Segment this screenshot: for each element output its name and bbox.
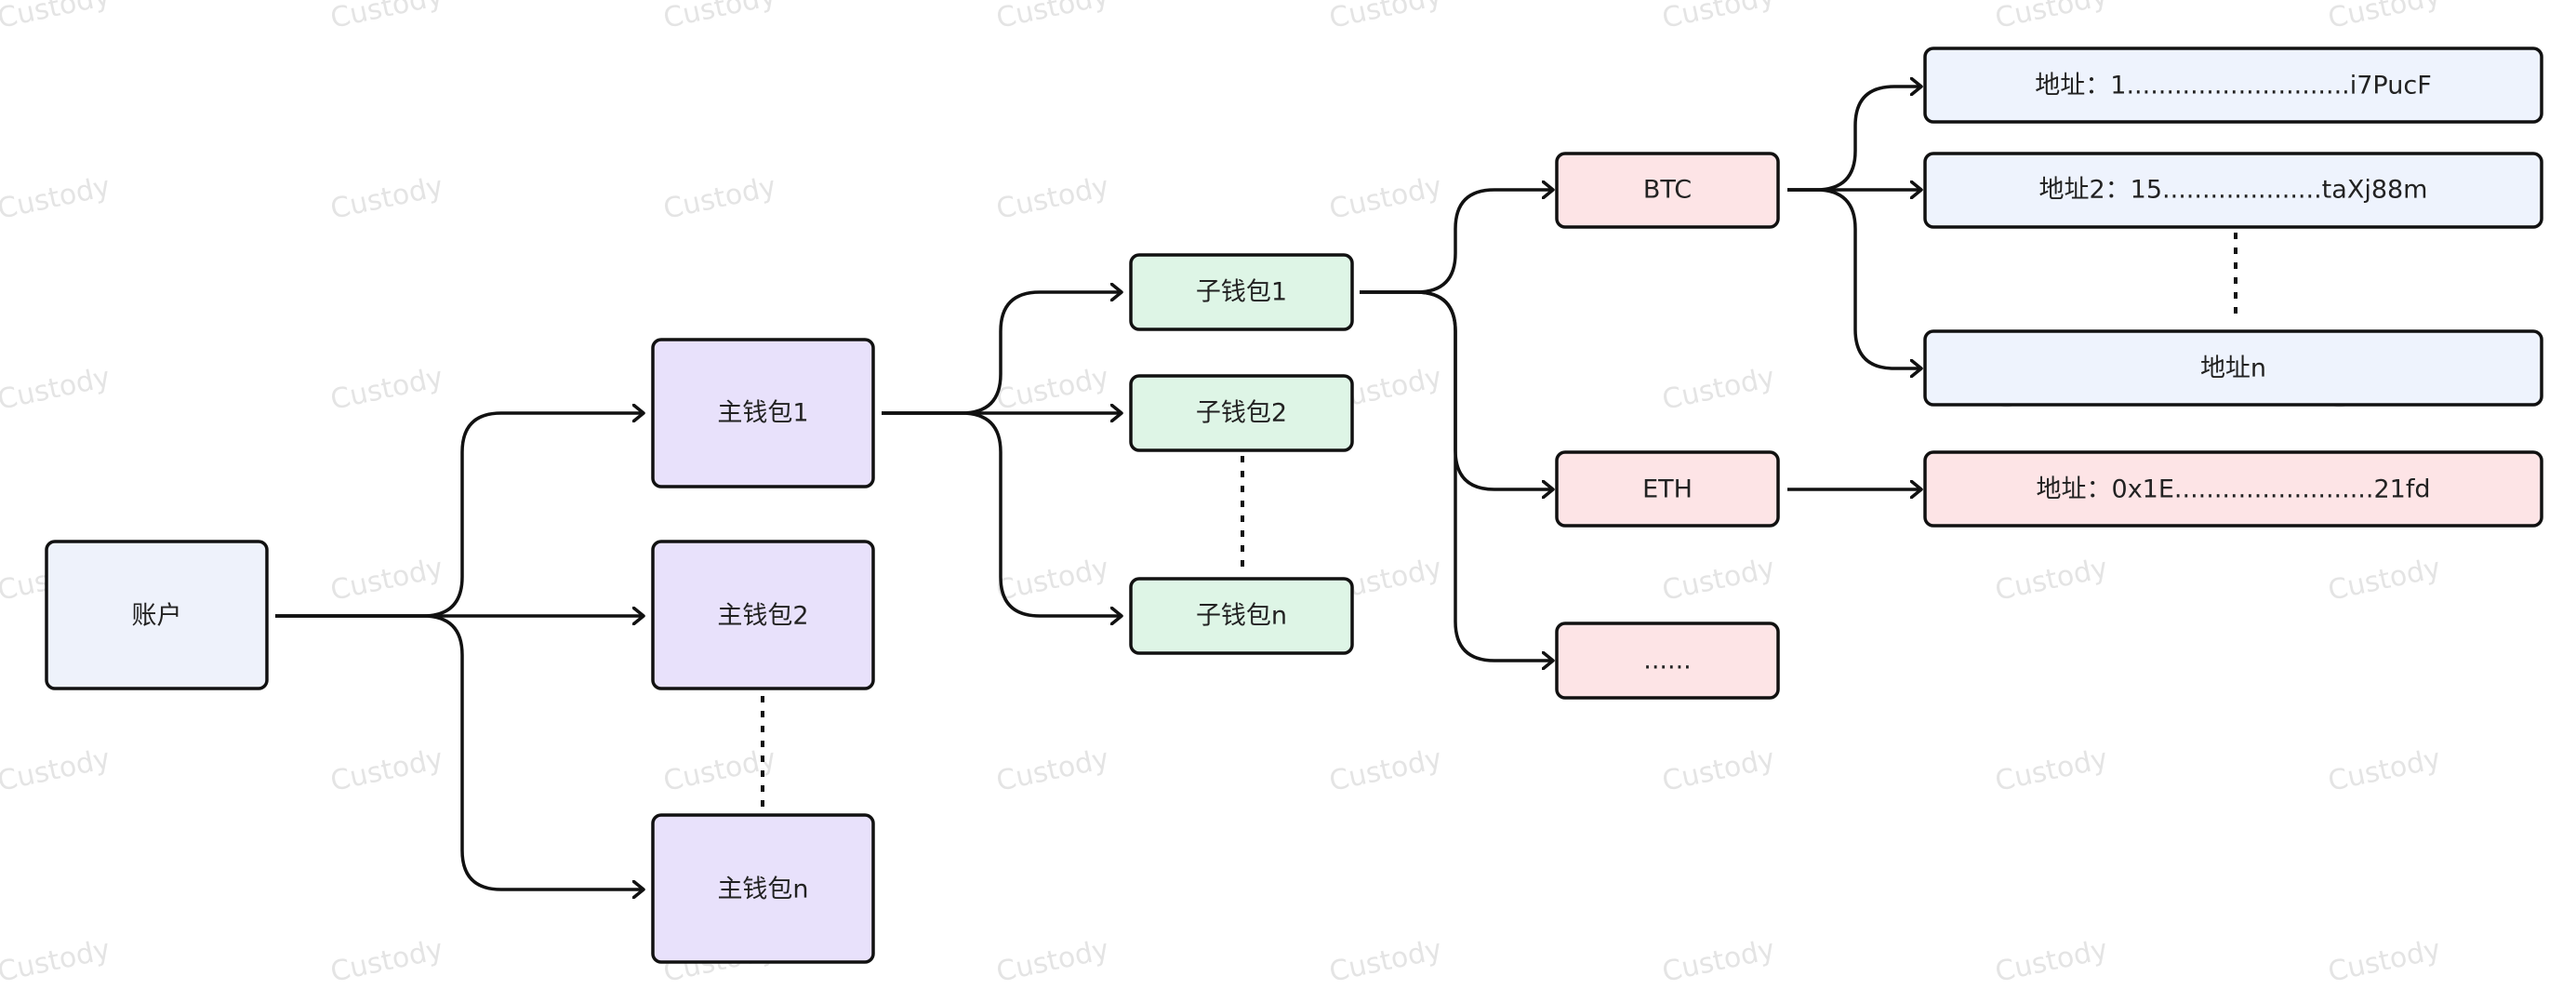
node-btc-address-1-label: 地址：1............................i7PucF	[2035, 72, 2431, 100]
node-btc-address-n: 地址n	[1923, 329, 2543, 407]
node-sub-wallet-1-box	[1129, 253, 1354, 331]
node-sub-wallet-2-box	[1129, 374, 1354, 452]
node-account-label: 账户	[132, 602, 182, 631]
node-main-wallet-1: 主钱包1	[651, 338, 875, 488]
node-more-coins-box	[1555, 622, 1780, 700]
node-main-wallet-1-label: 主钱包1	[717, 399, 808, 428]
node-account-box	[45, 540, 269, 690]
node-eth: ETH	[1555, 450, 1780, 528]
node-eth-address-label: 地址：0x1E.........................21fd	[2037, 475, 2431, 504]
node-btc-address-1-box	[1923, 47, 2543, 124]
node-sub-wallet-2-label: 子钱包2	[1196, 399, 1287, 428]
node-more-coins: ......	[1555, 622, 1780, 700]
node-btc-address-n-box	[1923, 329, 2543, 407]
node-sub-wallet-n: 子钱包n	[1129, 577, 1354, 655]
node-main-wallet-n-label: 主钱包n	[717, 876, 808, 904]
edge-account-main-n	[275, 614, 644, 889]
edge-account-main-1	[275, 413, 644, 618]
edge-main-sub-1	[882, 292, 1122, 415]
node-btc-address-2-box	[1923, 152, 2543, 229]
node-main-wallet-2-label: 主钱包2	[717, 602, 808, 631]
node-sub-wallet-n-box	[1129, 577, 1354, 655]
edge-sub-btc	[1360, 190, 1553, 294]
node-btc-address-n-label: 地址n	[2200, 354, 2266, 383]
node-main-wallet-n: 主钱包n	[651, 813, 875, 964]
edges-sub-to-coins	[1360, 190, 1553, 661]
edge-main-sub-n	[882, 411, 1122, 616]
node-main-wallet-2-box	[651, 540, 875, 690]
node-btc: BTC	[1555, 152, 1780, 229]
node-sub-wallet-n-label: 子钱包n	[1196, 602, 1287, 631]
node-account: 账户	[45, 540, 269, 690]
node-btc-label: BTC	[1643, 176, 1692, 205]
node-more-coins-label: ......	[1643, 647, 1692, 675]
node-eth-address: 地址：0x1E.........................21fd	[1923, 450, 2543, 528]
node-main-wallet-2: 主钱包2	[651, 540, 875, 690]
node-btc-box	[1555, 152, 1780, 229]
node-sub-wallet-1-label: 子钱包1	[1196, 278, 1287, 307]
edge-btc-address-n	[1787, 188, 1921, 368]
edges-account-to-main	[275, 413, 644, 889]
node-btc-address-1: 地址：1............................i7PucF	[1923, 47, 2543, 124]
edges-main-to-sub	[882, 292, 1122, 616]
node-eth-address-box	[1923, 450, 2543, 528]
node-sub-wallet-1: 子钱包1	[1129, 253, 1354, 331]
node-main-wallet-1-box	[651, 338, 875, 488]
node-main-wallet-n-box	[651, 813, 875, 964]
node-btc-address-2: 地址2：15....................taXj88m	[1923, 152, 2543, 229]
edge-sub-more	[1360, 290, 1553, 661]
node-eth-label: ETH	[1642, 475, 1693, 504]
node-sub-wallet-2: 子钱包2	[1129, 374, 1354, 452]
edges-btc-to-addresses	[1787, 87, 1921, 368]
node-btc-address-2-label: 地址2：15....................taXj88m	[2039, 176, 2428, 205]
edge-btc-address-1	[1787, 87, 1921, 192]
node-eth-box	[1555, 450, 1780, 528]
